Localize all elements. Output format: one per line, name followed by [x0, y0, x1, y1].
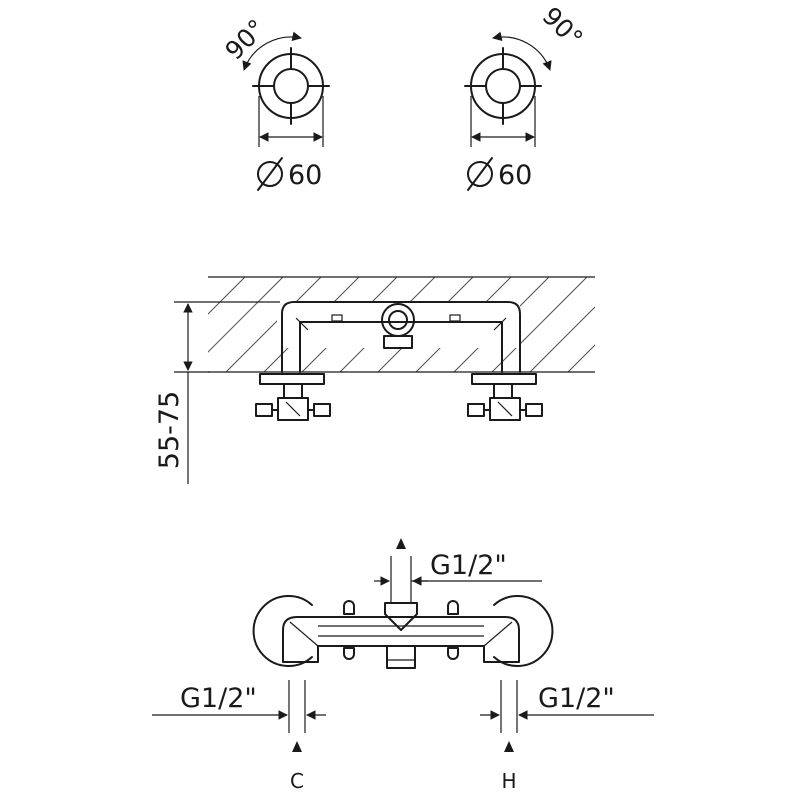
outlet-dimension	[374, 538, 542, 604]
cold-port-label: C	[290, 769, 304, 793]
valve-left	[255, 373, 331, 421]
hatch-line	[606, 277, 701, 372]
knob-left-diameter-dimension	[258, 96, 324, 147]
cold-flow-arrow-icon	[292, 741, 302, 752]
knob-right-handle-icon	[464, 47, 542, 125]
hot-port-label: H	[501, 769, 516, 793]
knob-left-diameter-icon	[257, 157, 283, 191]
knob-left-rotation-arrow	[242, 31, 302, 71]
wall-depth-dimension	[174, 301, 280, 484]
hatch-line	[644, 277, 739, 372]
hot-inlet-dimension	[480, 680, 654, 752]
concealed-body	[277, 301, 521, 373]
hatch-line	[529, 306, 595, 372]
hot-thread-label: G1/2"	[538, 683, 615, 714]
valve-right	[467, 373, 543, 421]
outlet-thread-label: G1/2"	[430, 550, 507, 581]
knob-right-rotation-label: 90°	[537, 1, 589, 53]
hatch-line	[225, 277, 322, 372]
hatch-line	[682, 277, 777, 372]
knob-left-rotation-label: 90°	[219, 14, 271, 66]
knob-right: 90° 60	[464, 1, 589, 191]
front-view: G1/2" G1/2" C	[152, 538, 654, 793]
knob-left-handle-icon	[252, 47, 330, 125]
hatch-line	[567, 344, 595, 372]
knob-right-diameter-icon	[467, 157, 493, 191]
hatch-line	[208, 277, 284, 353]
mixer-body	[252, 595, 554, 669]
knob-right-diameter-dimension	[470, 96, 536, 147]
knob-left-diameter-value: 60	[288, 160, 322, 191]
hot-flow-arrow-icon	[504, 741, 514, 752]
knob-right-rotation-arrow	[492, 31, 552, 71]
wall-section: 55-75	[154, 276, 777, 484]
knob-left: 90° 60	[219, 14, 330, 191]
cold-inlet-dimension	[152, 680, 326, 752]
outlet-flow-arrow-icon	[396, 538, 406, 549]
wall-depth-label: 55-75	[154, 391, 185, 469]
knob-right-diameter-value: 60	[498, 160, 532, 191]
cold-thread-label: G1/2"	[180, 683, 257, 714]
hatch-line	[208, 277, 246, 315]
hatch-line	[491, 277, 588, 372]
